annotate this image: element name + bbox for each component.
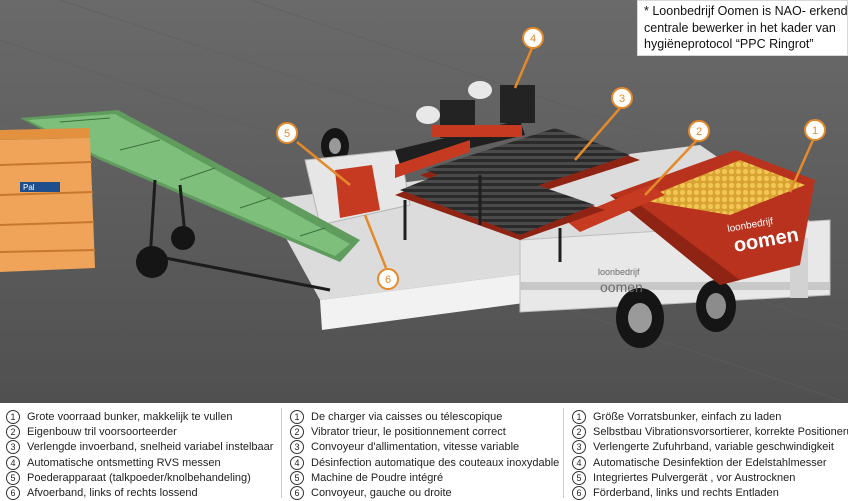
callout-lines bbox=[296, 47, 815, 269]
legend-number: 6 bbox=[6, 486, 20, 500]
callout-badge-5: 5 bbox=[276, 122, 298, 144]
legend-number: 6 bbox=[290, 486, 304, 500]
legend-number: 4 bbox=[572, 456, 586, 470]
legend-item: 3 Verlengerte Zufuhrband, variable geschw… bbox=[566, 439, 834, 455]
legend-number: 5 bbox=[290, 471, 304, 485]
legend-number: 2 bbox=[6, 425, 20, 439]
legend-text: Grote voorraad bunker, makkelijk te vull… bbox=[27, 411, 233, 423]
legend-text: Eigenbouw tril voorsoorteerder bbox=[27, 426, 177, 438]
legend-text: Verlengerte Zufuhrband, variable geschwi… bbox=[593, 441, 834, 453]
legend-number: 3 bbox=[572, 440, 586, 454]
callout-badge-1: 1 bbox=[804, 119, 826, 141]
legend-number: 6 bbox=[572, 486, 586, 500]
legend-item: 2 Eigenbouw tril voorsoorteerder bbox=[0, 424, 177, 440]
legend-text: Afvoerband, links of rechts lossend bbox=[27, 487, 198, 499]
legend-german: 1 Größe Vorratsbunker, einfach zu laden 2… bbox=[566, 404, 848, 501]
crate-label: Pal bbox=[23, 183, 35, 192]
legend-number: 2 bbox=[290, 425, 304, 439]
legend-text: Förderband, links und rechts Entladen bbox=[593, 487, 779, 499]
callout-badge-4: 4 bbox=[522, 27, 544, 49]
green-conveyor bbox=[20, 110, 360, 292]
legend-text: Automatische ontsmetting RVS messen bbox=[27, 457, 221, 469]
callout-badge-2: 2 bbox=[688, 120, 710, 142]
powder-unit bbox=[335, 165, 380, 218]
legend-item: 1 De charger via caisses ou télescopique bbox=[284, 409, 502, 425]
legend-text: De charger via caisses ou télescopique bbox=[311, 411, 503, 423]
legend-item: 2 Vibrator trieur, le positionnement corr… bbox=[284, 424, 506, 440]
legend-number: 3 bbox=[6, 440, 20, 454]
callout-1-label: 1 bbox=[812, 125, 818, 137]
legend-text: Verlengde invoerband, snelheid variabel … bbox=[27, 441, 274, 453]
legend-item: 5 Poederapparaat (talkpoeder/knolbehandel… bbox=[0, 470, 251, 486]
note-line-1: * Loonbedrijf Oomen is NAO- erkend bbox=[644, 4, 848, 18]
legend-divider bbox=[281, 408, 282, 498]
callout-5-label: 5 bbox=[284, 128, 290, 140]
legend-divider bbox=[563, 408, 564, 498]
legend-number: 1 bbox=[572, 410, 586, 424]
legend-number: 2 bbox=[572, 425, 586, 439]
trailer-brand-big: oomen bbox=[600, 279, 643, 295]
legend-item: 3 Convoyeur d'allimentation, vitesse vari… bbox=[284, 439, 519, 455]
legend-text: Vibrator trieur, le positionnement corre… bbox=[311, 426, 506, 438]
legend-text: Selbstbau Vibrationsvorsortierer, korrek… bbox=[593, 426, 848, 438]
legend-text: Automatische Desinfektion der Edelstahlm… bbox=[593, 457, 827, 469]
legend-number: 3 bbox=[290, 440, 304, 454]
note-line-3: hygiëneprotocol “PPC Ringrot” bbox=[644, 37, 814, 51]
callout-6-label: 6 bbox=[385, 274, 391, 286]
legend-item: 6 Convoyeur, gauche ou droite bbox=[284, 485, 452, 501]
callout-badge-3: 3 bbox=[611, 87, 633, 109]
hopper-bunker: loonbedrijf oomen bbox=[610, 150, 815, 285]
legend-item: 4 Désinfection automatique des couteaux i… bbox=[284, 455, 559, 471]
legend-text: Machine de Poudre intégré bbox=[311, 472, 444, 484]
callout-badge-6: 6 bbox=[377, 268, 399, 290]
disinfection-units bbox=[416, 81, 535, 138]
certification-note: * Loonbedrijf Oomen is NAO- erkend centr… bbox=[637, 0, 848, 56]
legend-number: 1 bbox=[6, 410, 20, 424]
legend-number: 1 bbox=[290, 410, 304, 424]
legend-item: 3 Verlengde invoerband, snelheid variabel… bbox=[0, 439, 273, 455]
legend-item: 1 Größe Vorratsbunker, einfach zu laden bbox=[566, 409, 781, 425]
trailer-brand-small: loonbedrijf bbox=[598, 267, 640, 277]
legend-number: 4 bbox=[290, 456, 304, 470]
legend-number: 5 bbox=[572, 471, 586, 485]
legend-item: 5 Integriertes Pulvergerät , vor Austrock… bbox=[566, 470, 795, 486]
legend-text: Größe Vorratsbunker, einfach zu laden bbox=[593, 411, 782, 423]
legend-text: Poederapparaat (talkpoeder/knolbehandeli… bbox=[27, 472, 251, 484]
callout-4-label: 4 bbox=[530, 33, 536, 45]
trailer-wheels bbox=[321, 128, 736, 348]
callout-3-label: 3 bbox=[619, 93, 625, 105]
legend-item: 4 Automatische ontsmetting RVS messen bbox=[0, 455, 221, 471]
legend-number: 5 bbox=[6, 471, 20, 485]
legend-item: 2 Selbstbau Vibrationsvorsortierer, korre… bbox=[566, 424, 848, 440]
legend-item: 6 Afvoerband, links of rechts lossend bbox=[0, 485, 198, 501]
legend-item: 5 Machine de Poudre intégré bbox=[284, 470, 443, 486]
legend-number: 4 bbox=[6, 456, 20, 470]
legend-item: 6 Förderband, links und rechts Entladen bbox=[566, 485, 779, 501]
vibrator-sorter bbox=[565, 185, 665, 232]
legend-item: 4 Automatische Desinfektion der Edelstahl… bbox=[566, 455, 827, 471]
legend-text: Integriertes Pulvergerät , vor Austrockn… bbox=[593, 472, 796, 484]
callout-2-label: 2 bbox=[696, 126, 702, 138]
legend-text: Désinfection automatique des couteaux in… bbox=[311, 457, 560, 469]
potato-crate: Pal bbox=[0, 128, 96, 272]
legend-item: 1 Grote voorraad bunker, makkelijk te vul… bbox=[0, 409, 232, 425]
note-line-2: centrale bewerker in het kader van bbox=[644, 20, 836, 35]
machine-render: loonbedrijf oomen loonbedrijf oomen bbox=[0, 0, 848, 403]
legend-dutch: 1 Grote voorraad bunker, makkelijk te vul… bbox=[0, 404, 280, 501]
legend-text: Convoyeur, gauche ou droite bbox=[311, 487, 452, 499]
legend-text: Convoyeur d'allimentation, vitesse varia… bbox=[311, 441, 520, 453]
